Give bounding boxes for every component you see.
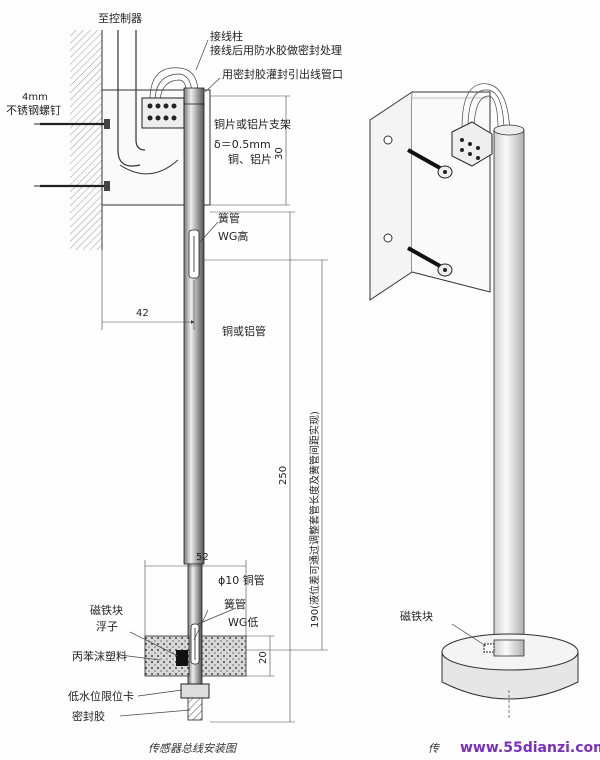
right-terminal-block [451, 121, 493, 167]
label-wg-bottom: WG低 [228, 616, 258, 629]
label-outlet-seal: 用密封胶灌封引出线管口 [222, 67, 343, 81]
label-reed-top: 簧管 [218, 211, 240, 225]
label-screw-size: 4mm [22, 92, 48, 103]
dim-42: 42 [136, 308, 149, 319]
dim-190-note: 190(液位差可通过调整套管长度及簧管间距实现) [308, 411, 321, 628]
magnet-block [176, 650, 188, 666]
label-foam: 丙苯沫塑料 [72, 649, 127, 663]
right-float-disk [441, 633, 579, 720]
sealant-bottom [187, 697, 203, 721]
right-diagram: 磁铁块 传 [369, 83, 579, 755]
label-low-stop: 低水位限位卡 [68, 689, 134, 703]
tube-cap [183, 87, 205, 107]
label-tube-material: 铜或铝管 [222, 324, 266, 338]
right-screw-lower [407, 246, 453, 277]
label-terminal-post: 接线柱 [210, 29, 243, 43]
dimension-lines [101, 95, 328, 723]
low-level-stop [180, 683, 210, 699]
right-screw-upper [407, 148, 453, 179]
right-label-magnet: 磁铁块 [400, 610, 433, 623]
foam-float [144, 635, 247, 677]
caption-right: 传 [428, 742, 440, 755]
label-reed-bottom: 簧管 [224, 597, 246, 611]
leader-lines [119, 39, 237, 717]
label-float: 浮子 [96, 620, 118, 633]
label-screw-name: 不锈钢螺钉 [6, 104, 61, 117]
screw-lower [34, 181, 110, 191]
label-sealant: 密封胶 [72, 709, 105, 723]
label-wg-top: WG高 [218, 229, 248, 243]
label-magnet: 磁铁块 [90, 604, 123, 617]
label-tube-dia: ϕ10 铜管 [218, 573, 265, 587]
cable [117, 30, 179, 175]
left-diagram: 至控制器 接线柱 接线后用防水胶做密封处理 用密封胶灌封引出线管口 4mm 不锈… [6, 11, 343, 755]
terminal-block [141, 97, 185, 129]
screw-upper [34, 119, 110, 129]
wall [70, 30, 103, 250]
caption-left: 传感器总线安装图 [148, 742, 238, 755]
right-main-rod [493, 129, 525, 651]
right-wires [461, 83, 511, 141]
label-controller: 至控制器 [98, 11, 142, 25]
right-magnet-block [483, 643, 495, 653]
label-copper-al: 铜、铝片 [228, 152, 272, 166]
label-thickness: δ＝0.5mm [214, 138, 271, 151]
label-waterproof-seal: 接线后用防水胶做密封处理 [210, 43, 342, 57]
dim-20: 20 [258, 651, 269, 664]
label-bracket: 铜片或铝片支架 [214, 117, 291, 131]
main-rod [183, 103, 205, 565]
dim-250: 250 [278, 466, 289, 485]
watermark: www.55dianzi.com [460, 740, 600, 756]
dim-52: 52 [196, 552, 209, 563]
dim-30: 30 [274, 147, 285, 160]
